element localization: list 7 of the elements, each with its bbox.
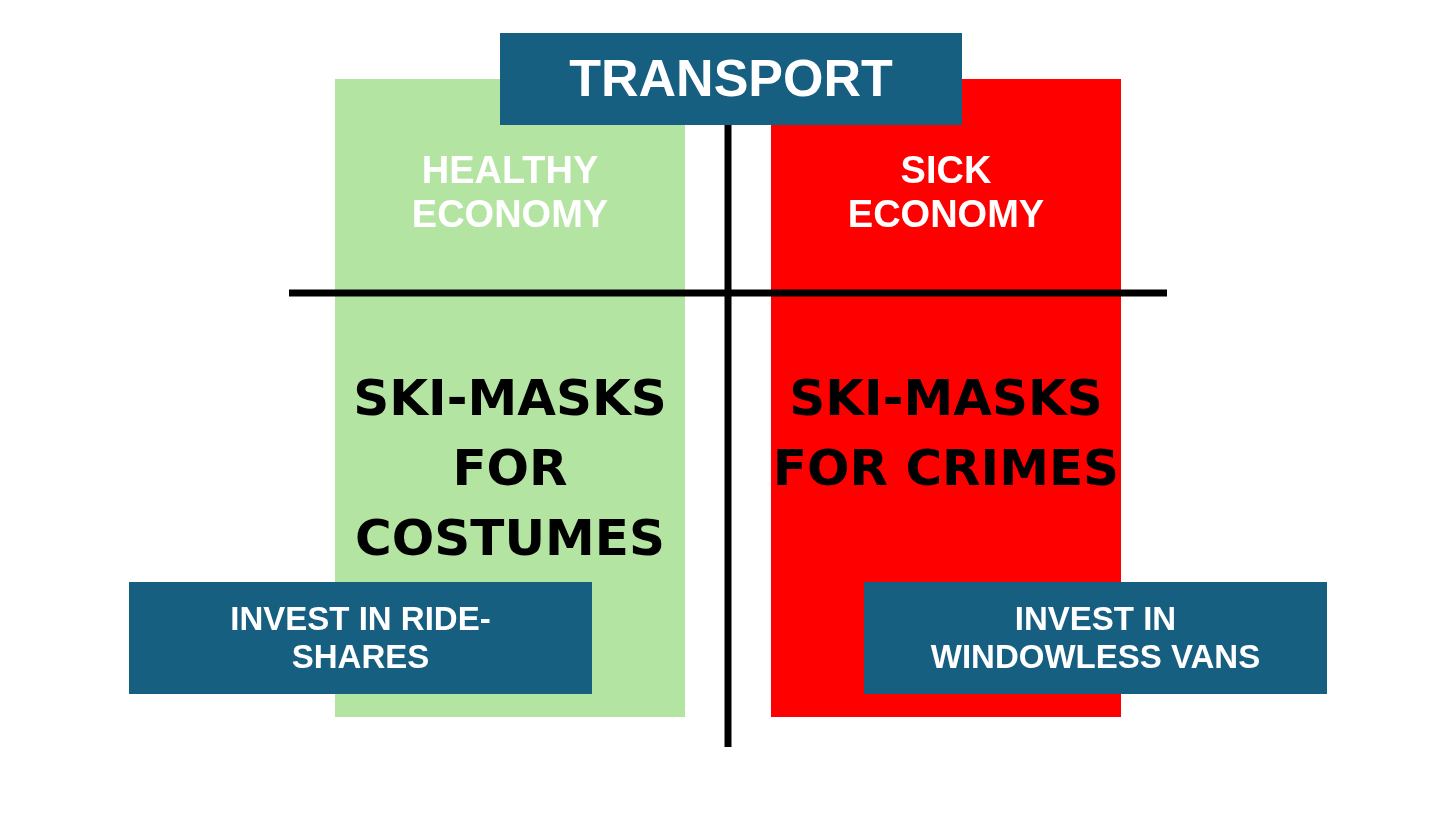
- column-text: SKI-MASKS FOR CRIMES: [771, 368, 1121, 499]
- column-text: SKI-MASKS FOR COSTUMES: [352, 368, 668, 569]
- column-heading: SICK ECONOMY: [846, 148, 1046, 236]
- callout-box: INVEST IN WINDOWLESS VANS: [864, 582, 1327, 694]
- column-heading: HEALTHY ECONOMY: [410, 148, 610, 236]
- callout-box: INVEST IN RIDE-SHARES: [129, 582, 592, 694]
- category-banner: TRANSPORT: [500, 33, 962, 125]
